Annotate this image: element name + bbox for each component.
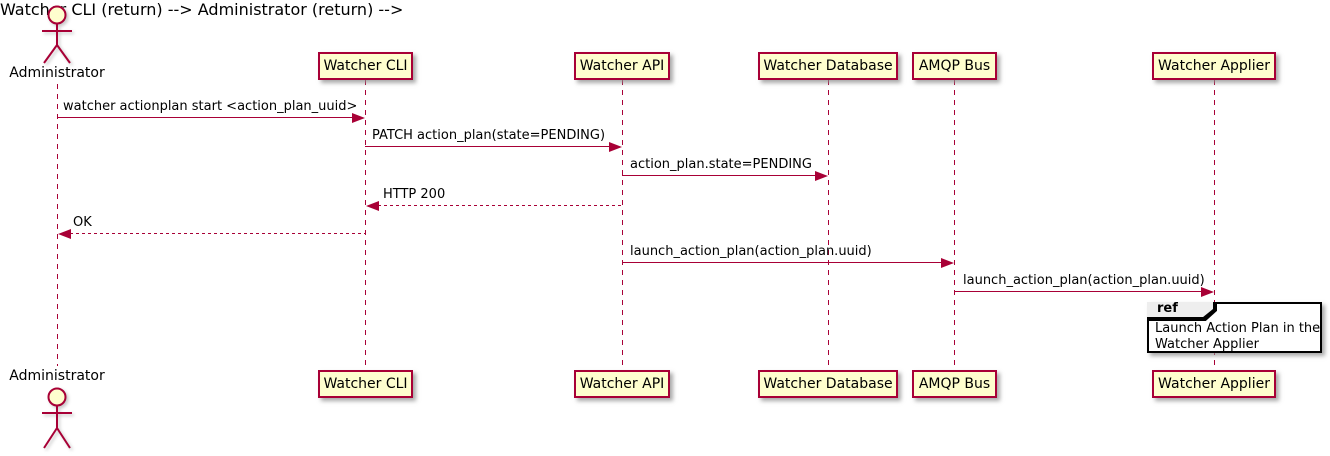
participant-name: AMQP Bus [918, 58, 991, 74]
arrowhead-left-icon [366, 201, 379, 211]
message-label-1: watcher actionplan start <action_plan_uu… [63, 99, 358, 114]
participant-name: AMQP Bus [918, 376, 991, 392]
participant-watcher-api-top: Watcher API [574, 52, 670, 80]
participant-watcher-cli-bottom: Watcher CLI [318, 370, 413, 398]
ref-fragment: ref Launch Action Plan in the Watcher Ap… [1147, 302, 1322, 353]
actor-label-bottom: Administrator [9, 368, 105, 384]
participant-amqp-bus-bottom: AMQP Bus [912, 370, 997, 398]
lifeline-amqp-bus [954, 80, 955, 370]
message-line-3 [622, 175, 816, 176]
arrowhead-left-icon [58, 229, 71, 239]
message-line-7 [954, 291, 1202, 292]
message-line-2 [365, 146, 610, 147]
message-line-1 [57, 117, 353, 118]
ref-keyword: ref [1157, 301, 1178, 316]
participant-name: Watcher Database [763, 376, 893, 392]
participant-watcher-database-top: Watcher Database [758, 52, 898, 80]
participant-name: Watcher CLI [323, 376, 408, 392]
participant-watcher-api-bottom: Watcher API [574, 370, 670, 398]
message-label-2: PATCH action_plan(state=PENDING) [372, 128, 606, 143]
participant-watcher-applier-top: Watcher Applier [1152, 52, 1276, 80]
participant-name: Watcher API [579, 376, 665, 392]
lifeline-watcher-applier [1214, 80, 1215, 370]
participant-amqp-bus-top: AMQP Bus [912, 52, 997, 80]
lifeline-watcher-api [622, 80, 623, 370]
ref-tab-background [1147, 302, 1213, 317]
participant-name: Watcher API [579, 58, 665, 74]
arrowhead-right-icon [352, 113, 365, 123]
message-label-5: OK [73, 215, 92, 230]
message-line-6 [622, 262, 942, 263]
ref-text: Launch Action Plan in the Watcher Applie… [1155, 321, 1320, 353]
participant-name: Watcher Applier [1158, 58, 1270, 74]
ref-text-line1: Launch Action Plan in the [1155, 321, 1321, 336]
message-label-4: HTTP 200 [383, 187, 446, 202]
message-line-5 [70, 233, 365, 234]
actor-figure-bottom [42, 387, 72, 449]
participant-watcher-database-bottom: Watcher Database [758, 370, 898, 398]
arrowhead-right-icon [941, 258, 954, 268]
participant-name: Watcher Database [763, 58, 893, 74]
participant-watcher-cli-top: Watcher CLI [318, 52, 413, 80]
message-label-6: launch_action_plan(action_plan.uuid) [630, 244, 872, 259]
arrowhead-right-icon [609, 142, 622, 152]
lifeline-watcher-database [828, 80, 829, 370]
lifeline-watcher-cli [365, 80, 366, 370]
actor-figure-top [42, 5, 72, 64]
participant-watcher-applier-bottom: Watcher Applier [1152, 370, 1276, 398]
participant-name: Watcher CLI [323, 58, 408, 74]
actor-label-top: Administrator [9, 65, 105, 81]
participant-name: Watcher Applier [1158, 376, 1270, 392]
message-line-4 [378, 205, 622, 206]
ref-tab: ref [1147, 302, 1217, 321]
ref-text-line2: Watcher Applier [1155, 337, 1259, 352]
arrowhead-right-icon [1201, 287, 1214, 297]
arrowhead-right-icon [815, 171, 828, 181]
message-label-7: launch_action_plan(action_plan.uuid) [963, 273, 1205, 288]
message-label-3: action_plan.state=PENDING [630, 157, 812, 172]
lifeline-administrator [57, 84, 58, 366]
